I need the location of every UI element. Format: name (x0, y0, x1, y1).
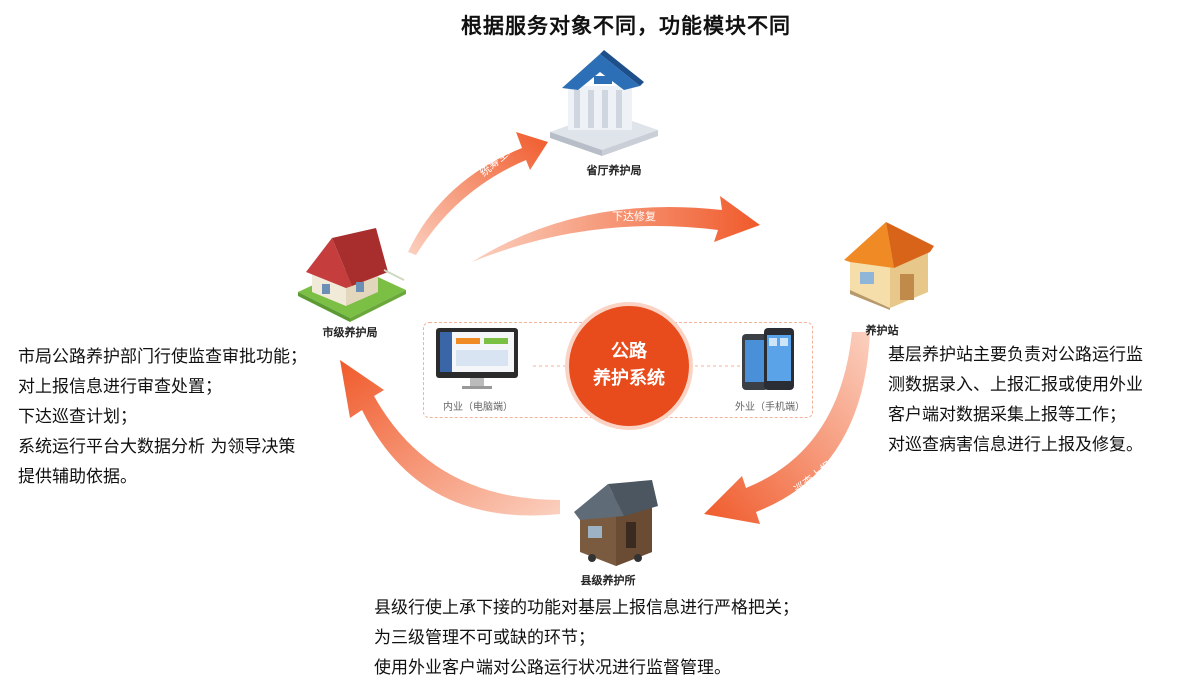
province-building-icon (550, 50, 658, 156)
system-core-label: 公路 养护系统 (569, 338, 689, 392)
connector-lines (533, 365, 741, 367)
mobile-caption: 外业（手机端） (735, 402, 805, 413)
arrow-overall (408, 132, 548, 255)
city-desc-line: 对上报信息进行审查处置； (18, 377, 222, 397)
node-label-province: 省厅养护局 (586, 164, 642, 177)
arrow-patrol (704, 332, 870, 524)
city-desc-line: 下达巡查计划； (18, 407, 137, 427)
station-desc-line: 基层养护站主要负责对公路运行监 (888, 345, 1143, 365)
arrow-repair (472, 196, 760, 262)
city-desc-line: 提供辅助依据。 (18, 467, 137, 487)
station-desc-line: 测数据录入、上报汇报或使用外业 (888, 375, 1143, 395)
node-label-city: 市级养护局 (322, 326, 378, 339)
system-core-line1: 公路 (611, 341, 647, 362)
arrow-approve (340, 360, 560, 516)
desktop-caption: 内业（电脑端） (443, 402, 513, 413)
system-core-circle (569, 306, 689, 426)
station-house-icon (844, 222, 934, 310)
mobile-phone-icon (742, 328, 794, 390)
city-desc-line: 市局公路养护部门行使监查审批功能； (18, 347, 307, 367)
city-house-icon (298, 228, 406, 322)
station-desc-line: 客户端对数据采集上报等工作； (888, 405, 1126, 425)
city-desc-line: 系统运行平台大数据分析 为领导决策 (18, 437, 296, 457)
desktop-monitor-icon (436, 328, 518, 389)
node-label-county: 县级养护所 (580, 574, 636, 587)
city-description: 市局公路养护部门行使监查审批功能； 对上报信息进行审查处置； 下达巡查计划； 系… (18, 342, 307, 492)
system-core-line2: 养护系统 (593, 368, 665, 389)
station-description: 基层养护站主要负责对公路运行监 测数据录入、上报汇报或使用外业 客户端对数据采集… (888, 340, 1143, 460)
county-desc-line: 为三级管理不可或缺的环节； (374, 628, 595, 648)
county-desc-line: 县级行使上承下接的功能对基层上报信息进行严格把关； (374, 598, 799, 618)
arrow-label-repair: 下达修复 (612, 209, 656, 223)
county-cabin-icon (574, 480, 658, 566)
page-title: 根据服务对象不同，功能模块不同 (461, 14, 791, 38)
node-label-station: 养护站 (865, 324, 899, 337)
county-desc-line: 使用外业客户端对公路运行状况进行监督管理。 (374, 658, 731, 678)
station-desc-line: 对巡查病害信息进行上报及修复。 (888, 435, 1143, 455)
county-description: 县级行使上承下接的功能对基层上报信息进行严格把关； 为三级管理不可或缺的环节； … (374, 593, 799, 683)
